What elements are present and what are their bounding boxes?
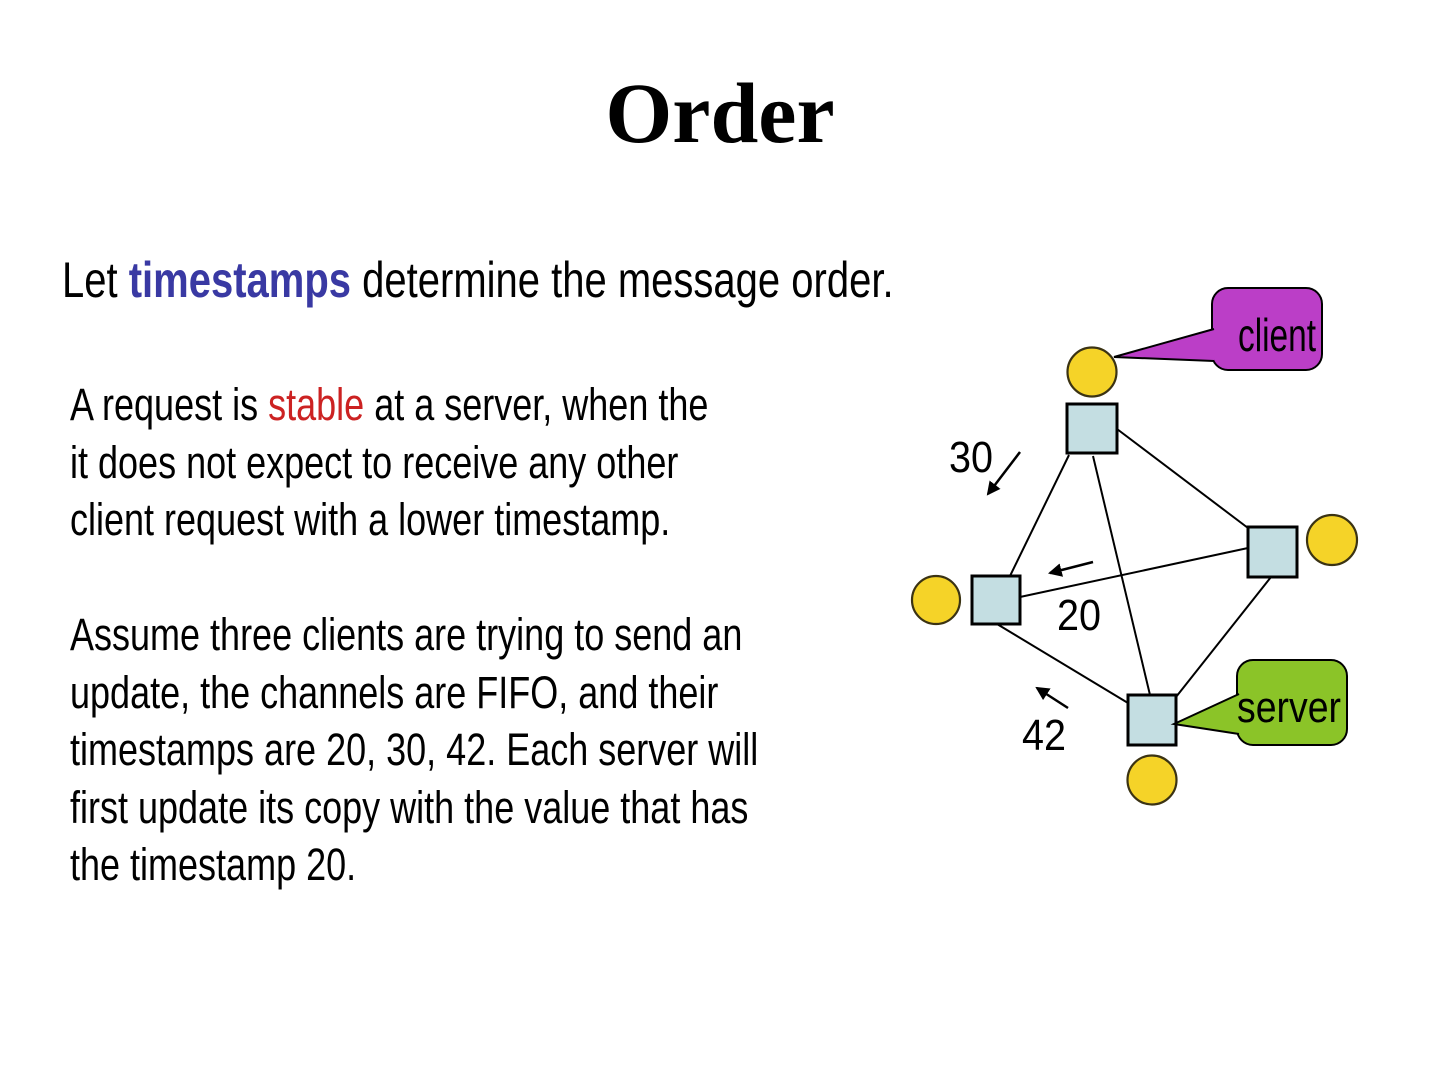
client-node-top bbox=[1066, 346, 1118, 398]
link-left-right bbox=[1019, 547, 1249, 598]
link-left-bottom bbox=[996, 623, 1129, 704]
server-node-top bbox=[1065, 402, 1119, 455]
paragraph-stable-definition: A request is stable at a server, when th… bbox=[70, 376, 868, 549]
para1-highlight-stable: stable bbox=[268, 379, 365, 430]
server-node-left bbox=[970, 574, 1022, 626]
client-node-bottom bbox=[1126, 754, 1178, 806]
timestamp-label-42: 42 bbox=[1022, 711, 1066, 760]
client-callout-label: client bbox=[1238, 309, 1316, 361]
client-node-right bbox=[1305, 513, 1359, 567]
client-callout-tail bbox=[1113, 328, 1215, 362]
intro-suffix: determine the message order. bbox=[351, 252, 894, 308]
server-callout-label: server bbox=[1237, 683, 1341, 732]
link-top-right bbox=[1116, 428, 1249, 529]
link-right-bottom bbox=[1175, 576, 1272, 698]
paragraph2-text: Assume three clients are trying to send … bbox=[70, 609, 759, 890]
intro-highlight-timestamps: timestamps bbox=[128, 252, 352, 308]
link-top-left bbox=[1009, 454, 1070, 577]
server-callout: server bbox=[1170, 659, 1348, 746]
message-arrow-30 bbox=[986, 451, 1021, 496]
para1-prefix: A request is bbox=[70, 379, 269, 430]
para1-suffix: at a server, when the it does not expect… bbox=[70, 379, 709, 545]
paragraph1-text: A request is stable at a server, when th… bbox=[70, 376, 708, 549]
client-node-left bbox=[910, 574, 962, 626]
timestamp-label-20: 20 bbox=[1057, 591, 1101, 640]
network-diagram: 30 20 42 client server bbox=[910, 287, 1359, 806]
message-arrow-42 bbox=[1035, 686, 1069, 710]
paragraph-assumption: Assume three clients are trying to send … bbox=[70, 606, 930, 894]
slide-title: Order bbox=[605, 65, 835, 161]
server-node-bottom bbox=[1126, 693, 1178, 747]
timestamp-label-30: 30 bbox=[949, 433, 993, 482]
server-node-right bbox=[1246, 525, 1299, 579]
client-callout: client bbox=[1113, 287, 1323, 371]
intro-text: Let timestamps determine the message ord… bbox=[62, 250, 894, 310]
server-callout-tail bbox=[1170, 693, 1240, 735]
intro-prefix: Let bbox=[62, 252, 129, 308]
intro-line: Let timestamps determine the message ord… bbox=[62, 250, 1101, 310]
message-arrow-20 bbox=[1048, 560, 1094, 577]
